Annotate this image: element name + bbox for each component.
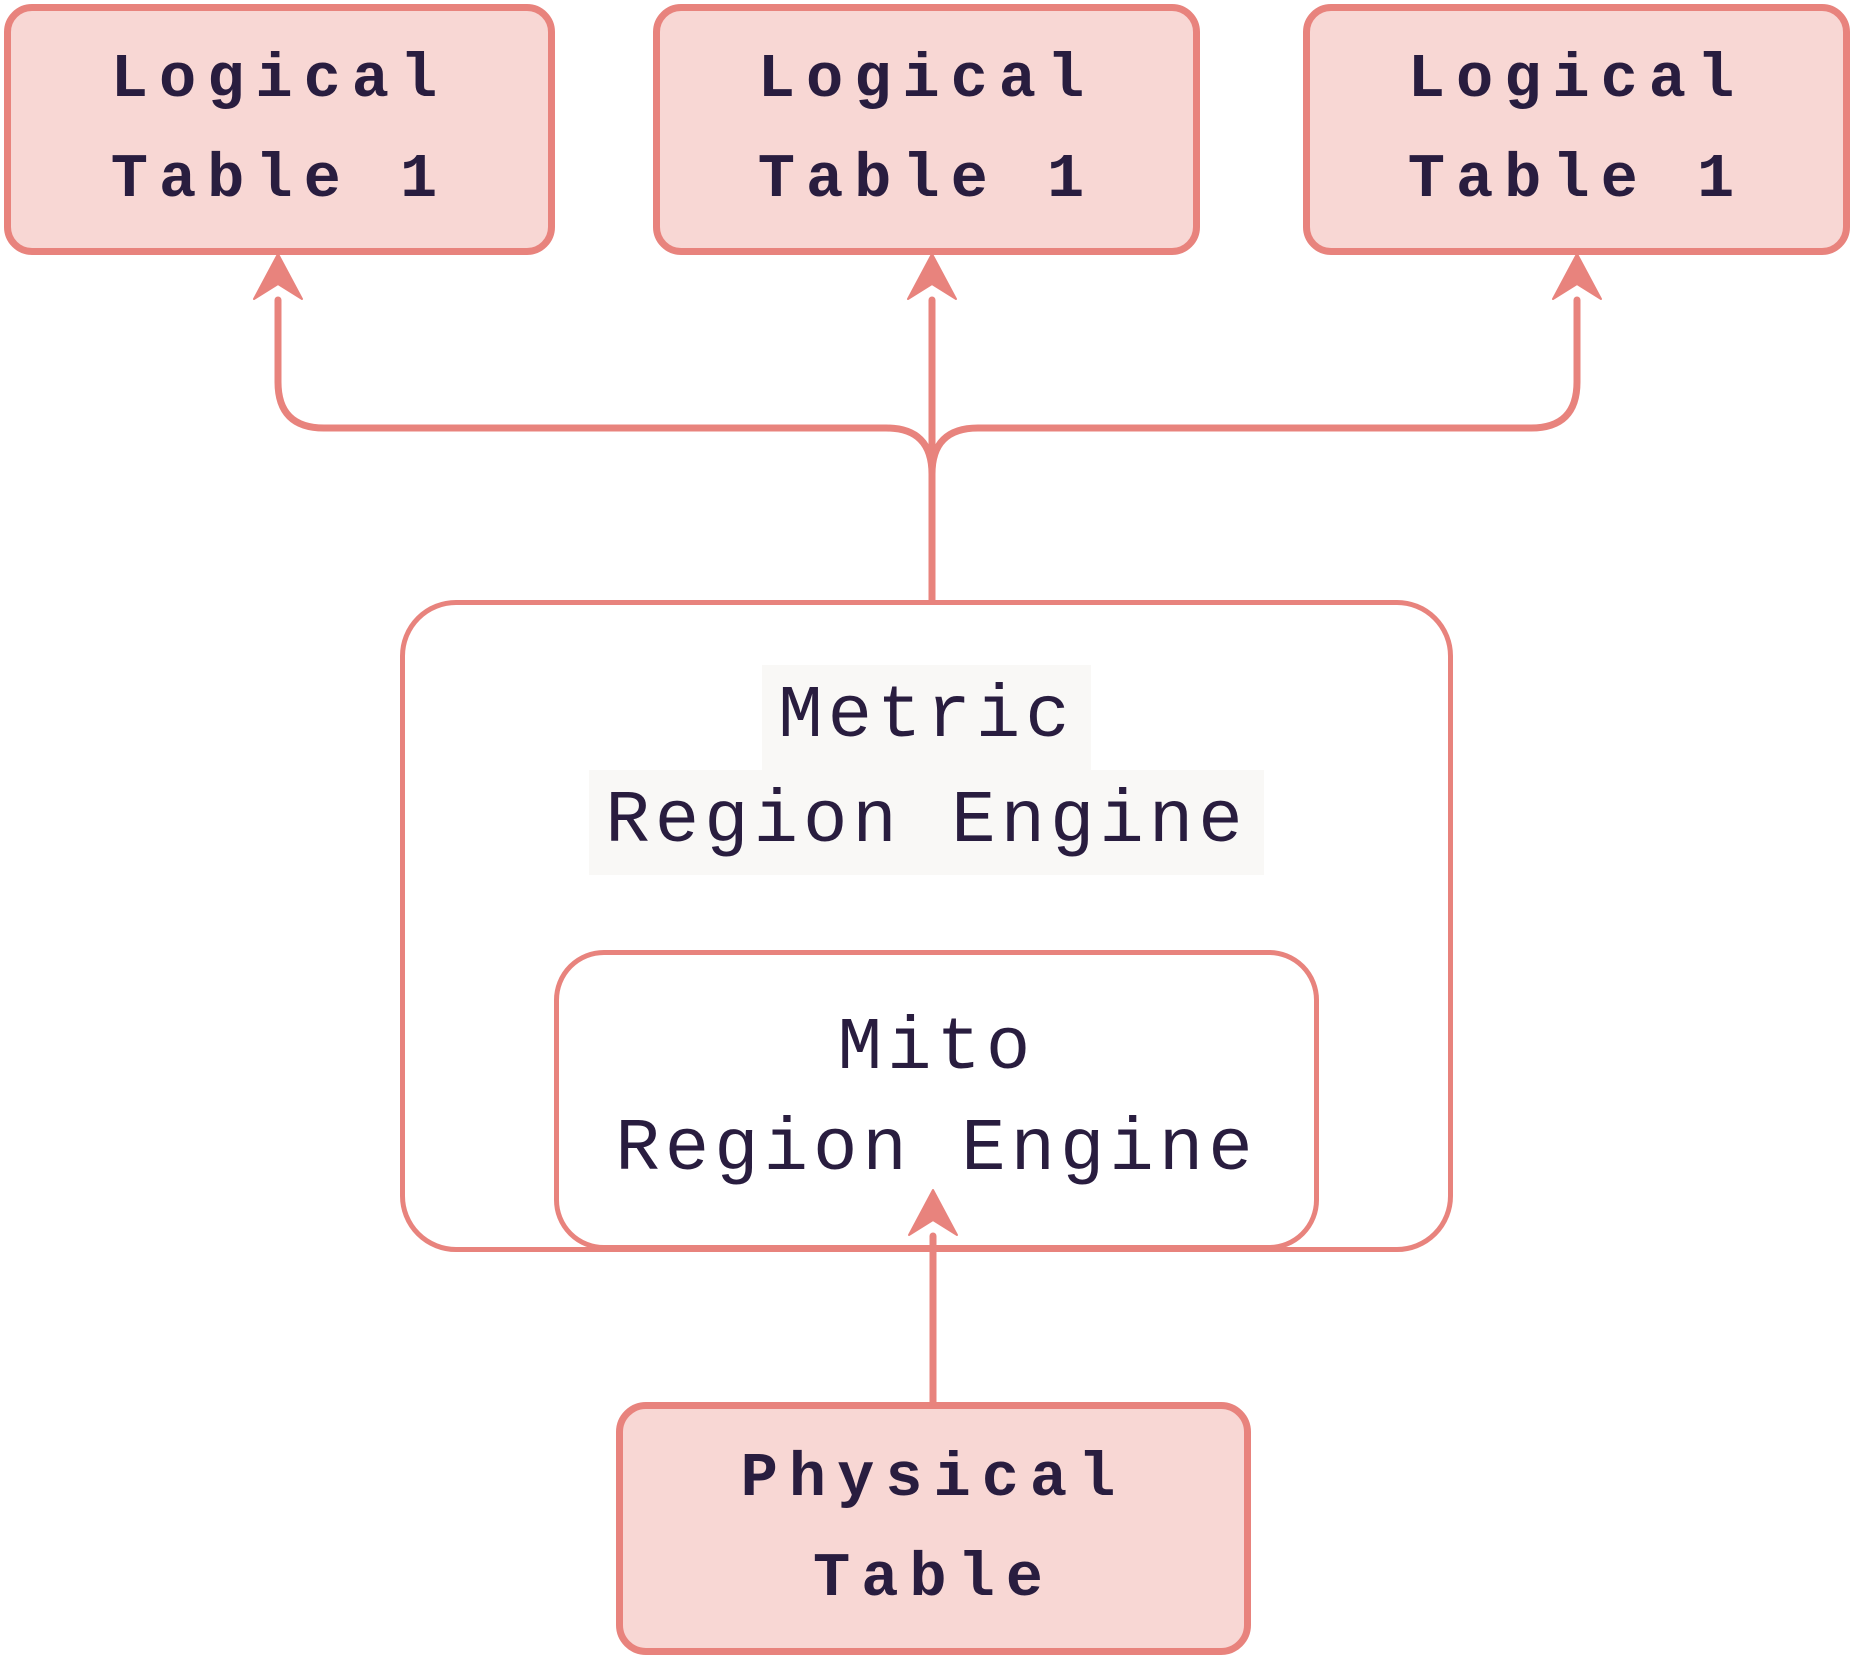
node-logical-table-2: Logical Table 1 xyxy=(653,4,1200,255)
metric-label-line1: Metric xyxy=(762,665,1091,770)
mito-label-line1: Mito xyxy=(837,1007,1036,1092)
arrow-metric-to-logical-3 xyxy=(928,253,1602,604)
node-logical-table-2-label-line1: Logical xyxy=(757,44,1096,116)
metric-region-engine-label: Metric Region Engine xyxy=(400,600,1453,940)
node-logical-table-1-label-line1: Logical xyxy=(110,44,449,116)
node-logical-table-3: Logical Table 1 xyxy=(1303,4,1850,255)
node-logical-table-2-label-line2: Table 1 xyxy=(757,143,1096,215)
physical-table-label-line1: Physical xyxy=(740,1443,1127,1515)
arrow-metric-to-logical-1 xyxy=(253,253,936,604)
node-logical-table-3-label-line1: Logical xyxy=(1407,44,1746,116)
node-logical-table-1-label-line2: Table 1 xyxy=(110,143,449,215)
metric-label-line2: Region Engine xyxy=(589,770,1264,875)
mito-label-line2: Region Engine xyxy=(615,1108,1258,1192)
physical-table-label-line2: Table xyxy=(812,1542,1055,1614)
arrow-metric-to-logical-2 xyxy=(907,253,957,604)
node-mito-region-engine: Mito Region Engine xyxy=(554,950,1319,1250)
node-logical-table-3-label-line2: Table 1 xyxy=(1407,143,1746,215)
node-physical-table: Physical Table xyxy=(616,1402,1251,1655)
node-logical-table-1: Logical Table 1 xyxy=(4,4,555,255)
